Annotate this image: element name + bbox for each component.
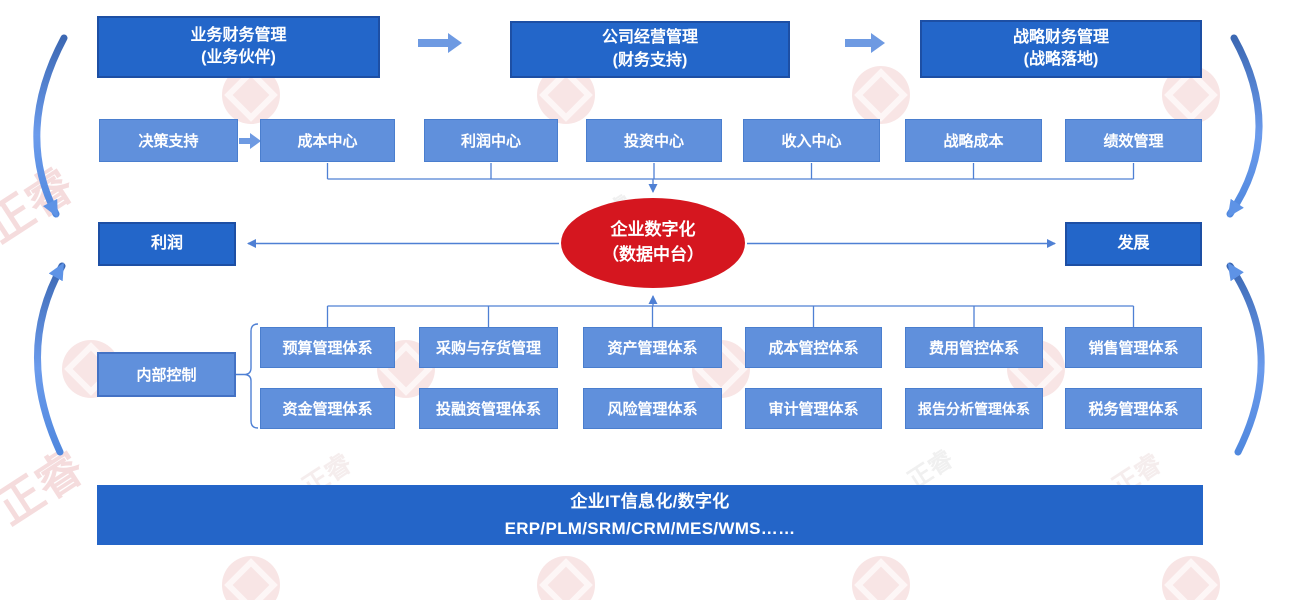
box-label: 收入中心: [781, 133, 842, 150]
center-box-profit-center: 利润中心: [424, 119, 558, 162]
it-digitalization-banner: 企业IT信息化/数字化 ERP/PLM/SRM/CRM/MES/WMS……: [97, 485, 1203, 545]
box-label: 费用管控体系: [928, 340, 1019, 357]
flow-arrow-right-icon: [418, 33, 462, 53]
box-label: 资产管理体系: [607, 340, 698, 357]
watermark-logo-icon: [222, 556, 280, 600]
box-label: 税务管理体系: [1088, 401, 1179, 418]
box-label: 战略成本: [943, 133, 1004, 150]
box-label: 采购与存货管理: [435, 340, 541, 357]
center-box-revenue-center: 收入中心: [743, 119, 880, 162]
box-label: 成本管控体系: [768, 340, 859, 357]
top-connector-lines: [326, 163, 1135, 193]
side-box-development: 发展: [1065, 222, 1202, 266]
hub-label-line2: （数据中台）: [602, 245, 704, 264]
internal-control-box: 内部控制: [97, 352, 236, 397]
system-box-investment-financing: 投融资管理体系: [419, 388, 558, 429]
box-label: 利润: [150, 234, 183, 252]
digitalization-hub: 企业数字化 （数据中台）: [561, 198, 745, 288]
box-label: 风险管理体系: [607, 401, 698, 418]
system-box-capital: 资金管理体系: [260, 388, 395, 429]
control-brace: [236, 323, 259, 429]
box-label-line1: 业务财务管理: [190, 26, 287, 44]
hub-label-line1: 企业数字化: [610, 220, 696, 240]
flow-arrow-right-icon: [239, 133, 261, 149]
watermark-text: 正睿: [0, 158, 83, 253]
watermark-logo-icon: [537, 556, 595, 600]
center-box-performance-management: 绩效管理: [1065, 119, 1202, 162]
system-box-cost-control: 成本管控体系: [745, 327, 882, 368]
box-label-line2: (战略落地): [1023, 51, 1099, 68]
system-box-report-analysis: 报告分析管理体系: [905, 388, 1043, 429]
left-top-curve-arrow-icon: [33, 34, 68, 218]
box-label: 报告分析管理体系: [918, 400, 1030, 417]
system-box-asset: 资产管理体系: [583, 327, 722, 368]
box-label-line1: 公司经营管理: [601, 29, 698, 47]
bottom-connector-lines: [326, 295, 1135, 327]
top-box-business-finance: 业务财务管理 (业务伙伴): [97, 16, 380, 78]
left-bottom-curve-arrow-icon: [34, 262, 66, 456]
box-label: 绩效管理: [1103, 133, 1164, 150]
banner-line1: 企业IT信息化/数字化: [570, 491, 730, 511]
system-box-audit: 审计管理体系: [745, 388, 882, 429]
watermark-logo-icon: [852, 556, 910, 600]
box-label: 资金管理体系: [282, 401, 373, 418]
system-box-risk: 风险管理体系: [583, 388, 722, 429]
box-label: 预算管理体系: [282, 340, 373, 357]
center-box-investment-center: 投资中心: [586, 119, 722, 162]
system-box-tax: 税务管理体系: [1065, 388, 1202, 429]
box-label-line1: 战略财务管理: [1012, 28, 1109, 46]
center-box-decision-support: 决策支持: [99, 119, 238, 162]
box-label-line2: (业务伙伴): [201, 49, 276, 66]
box-label: 投融资管理体系: [435, 401, 541, 418]
banner-line2: ERP/PLM/SRM/CRM/MES/WMS……: [504, 519, 796, 538]
side-box-profit: 利润: [98, 222, 236, 266]
flow-arrow-right-icon: [845, 33, 885, 53]
system-box-expense-control: 费用管控体系: [905, 327, 1043, 368]
system-box-procurement-inventory: 采购与存货管理: [419, 327, 558, 368]
box-label: 投资中心: [623, 133, 684, 150]
box-label: 销售管理体系: [1088, 340, 1179, 357]
system-box-sales: 销售管理体系: [1065, 327, 1202, 368]
watermark-logo-icon: [1162, 556, 1220, 600]
center-box-strategic-cost: 战略成本: [905, 119, 1042, 162]
top-box-strategic-finance: 战略财务管理 (战略落地): [920, 20, 1202, 78]
box-label: 利润中心: [460, 133, 521, 150]
box-label: 发展: [1117, 234, 1150, 252]
box-label: 决策支持: [138, 133, 199, 150]
center-box-cost-center: 成本中心: [260, 119, 395, 162]
watermark-logo-icon: [852, 66, 910, 124]
box-label: 内部控制: [136, 367, 197, 384]
top-box-company-operation: 公司经营管理 (财务支持): [510, 21, 790, 78]
right-bottom-curve-arrow-icon: [1226, 262, 1265, 456]
right-top-curve-arrow-icon: [1226, 34, 1263, 218]
box-label-line2: (财务支持): [612, 51, 688, 69]
box-label: 审计管理体系: [768, 401, 859, 418]
box-label: 成本中心: [297, 133, 358, 150]
watermark-text: 正睿: [0, 440, 93, 535]
system-box-budget: 预算管理体系: [260, 327, 395, 368]
